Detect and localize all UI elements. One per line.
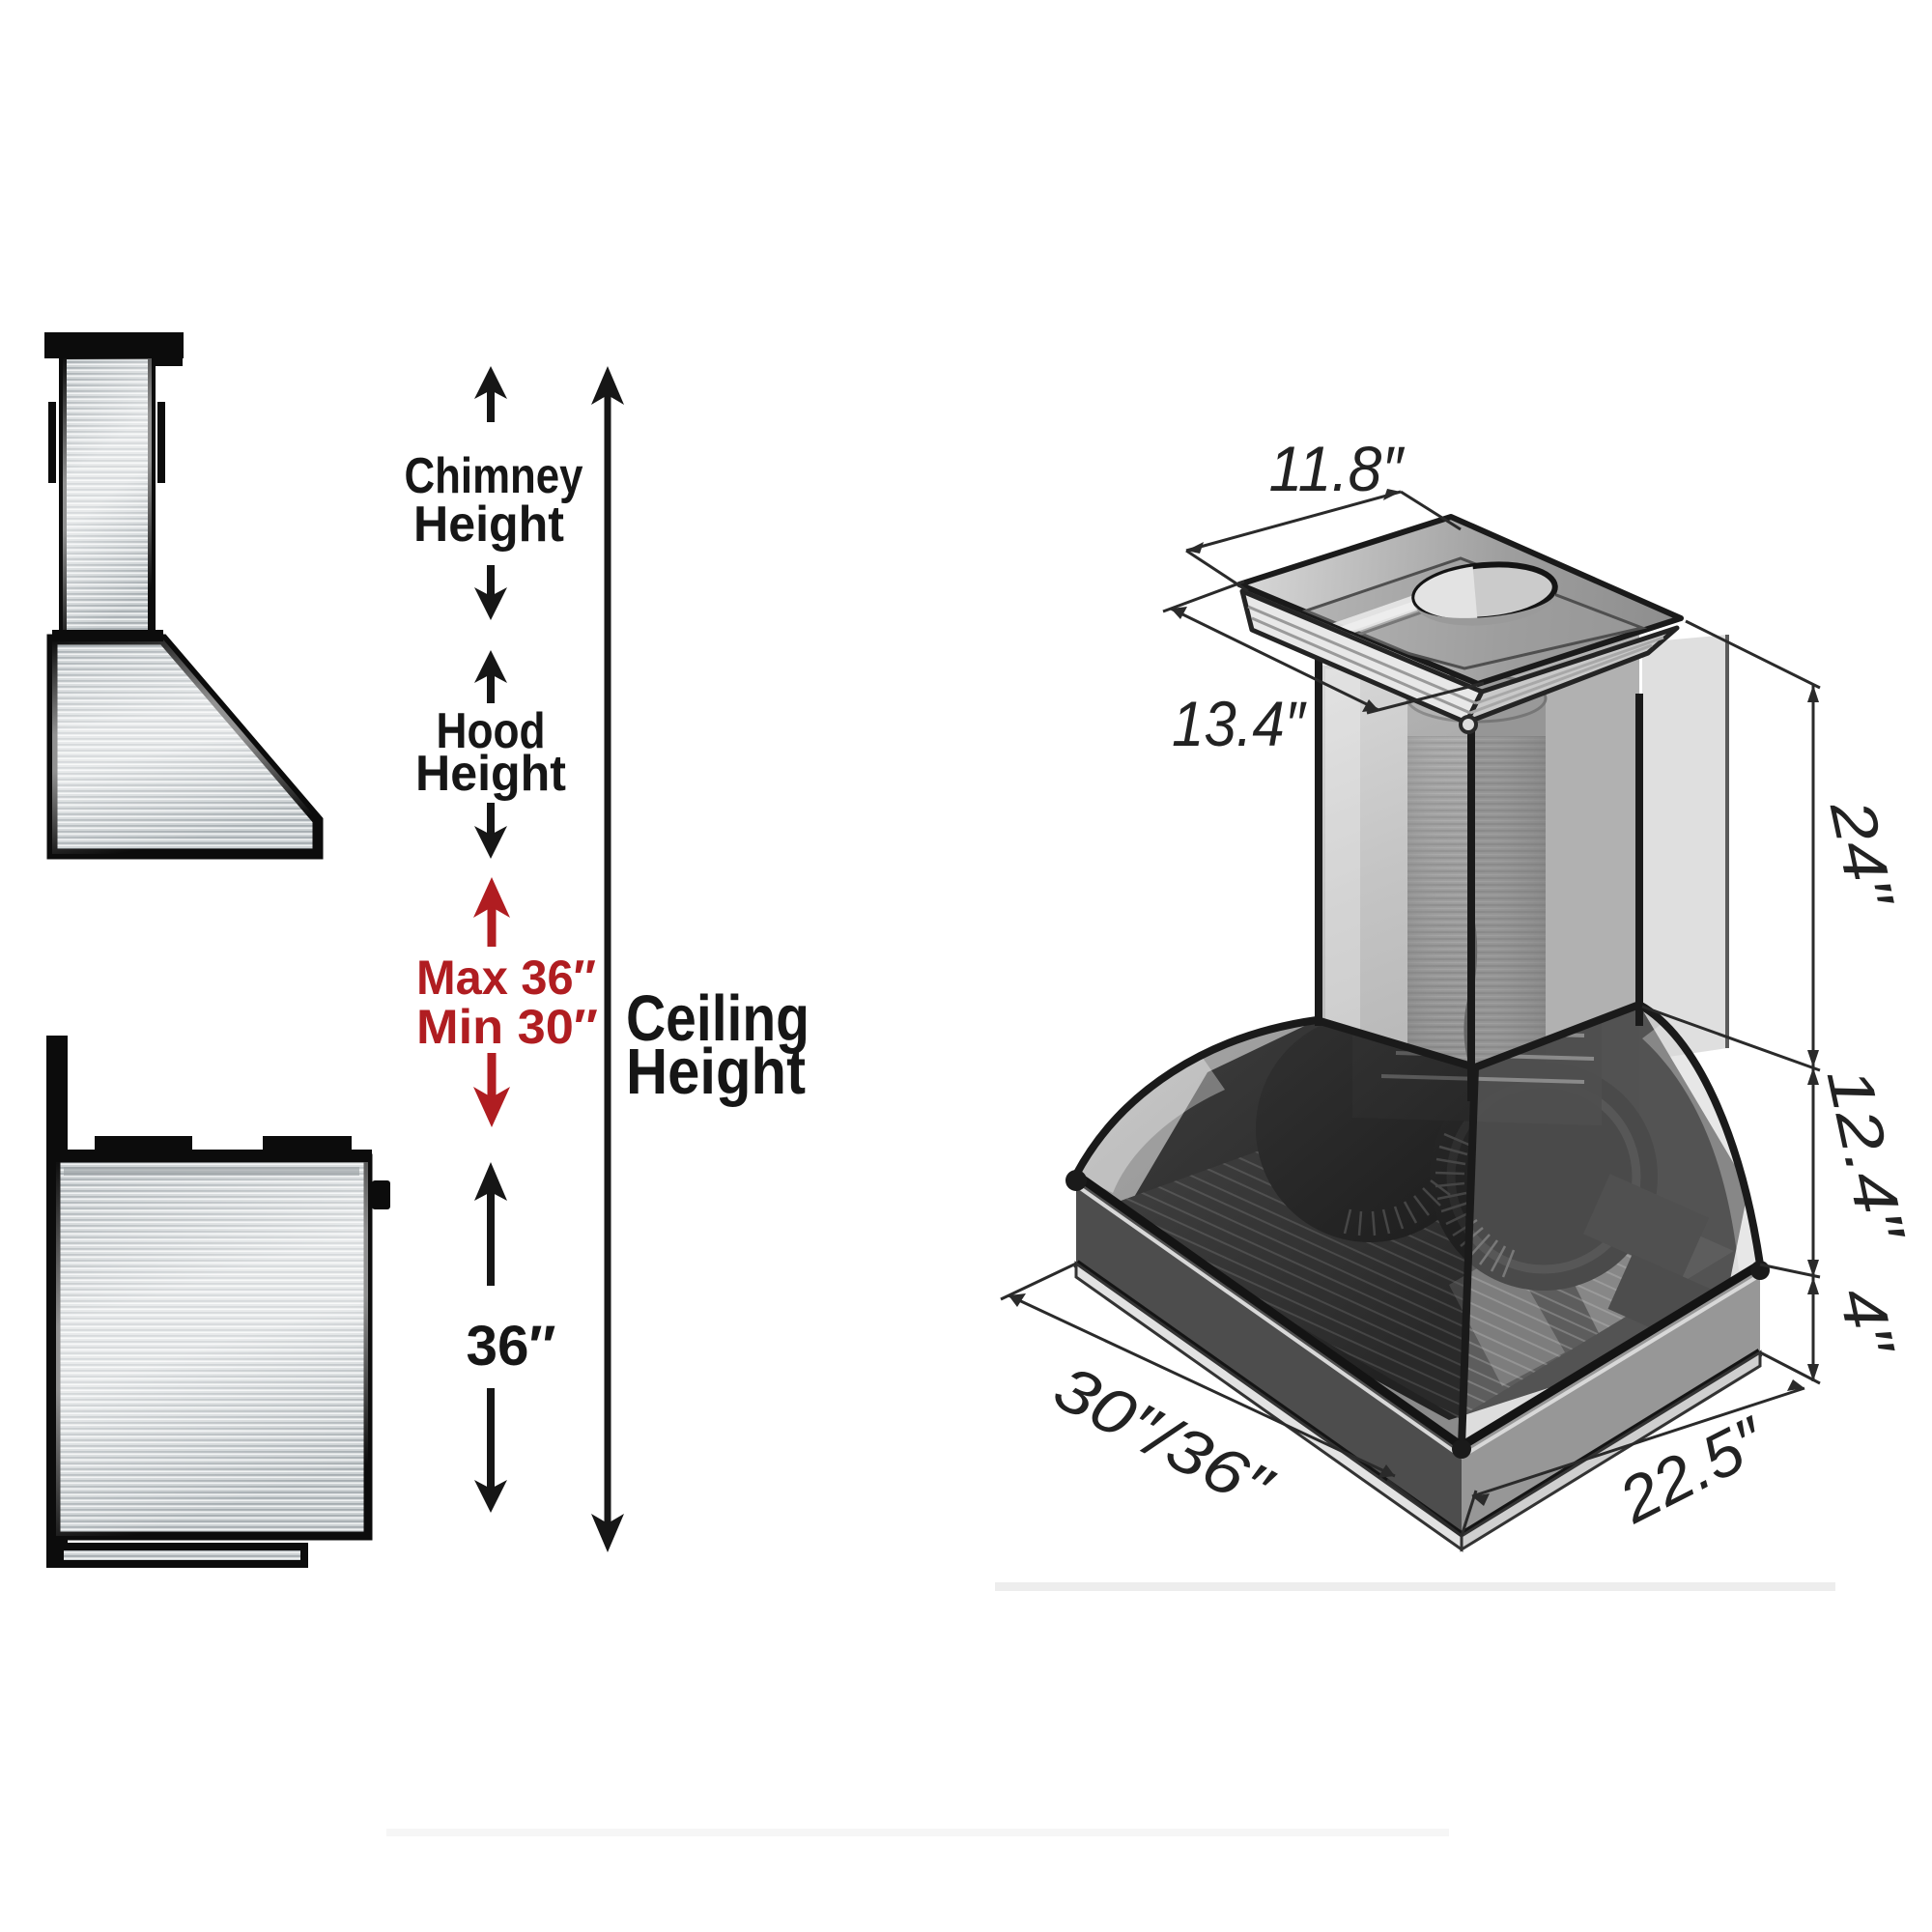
svg-text:13.4″: 13.4″ (1172, 688, 1307, 759)
svg-text:Height: Height (626, 1036, 806, 1108)
svg-text:Height: Height (413, 497, 564, 553)
svg-text:24″: 24″ (1817, 793, 1908, 915)
svg-text:Height: Height (415, 746, 566, 802)
svg-text:11.8″: 11.8″ (1269, 433, 1406, 504)
svg-text:4″: 4″ (1826, 1282, 1908, 1363)
svg-text:Ceiling: Ceiling (626, 982, 810, 1055)
svg-text:36″: 36″ (467, 1315, 556, 1378)
svg-text:Chimney: Chimney (405, 448, 583, 504)
svg-text:Max 36″: Max 36″ (416, 951, 596, 1005)
svg-text:12.4″: 12.4″ (1814, 1062, 1918, 1249)
svg-text:Hood: Hood (437, 703, 546, 759)
svg-text:Min 30″: Min 30″ (416, 1000, 598, 1054)
